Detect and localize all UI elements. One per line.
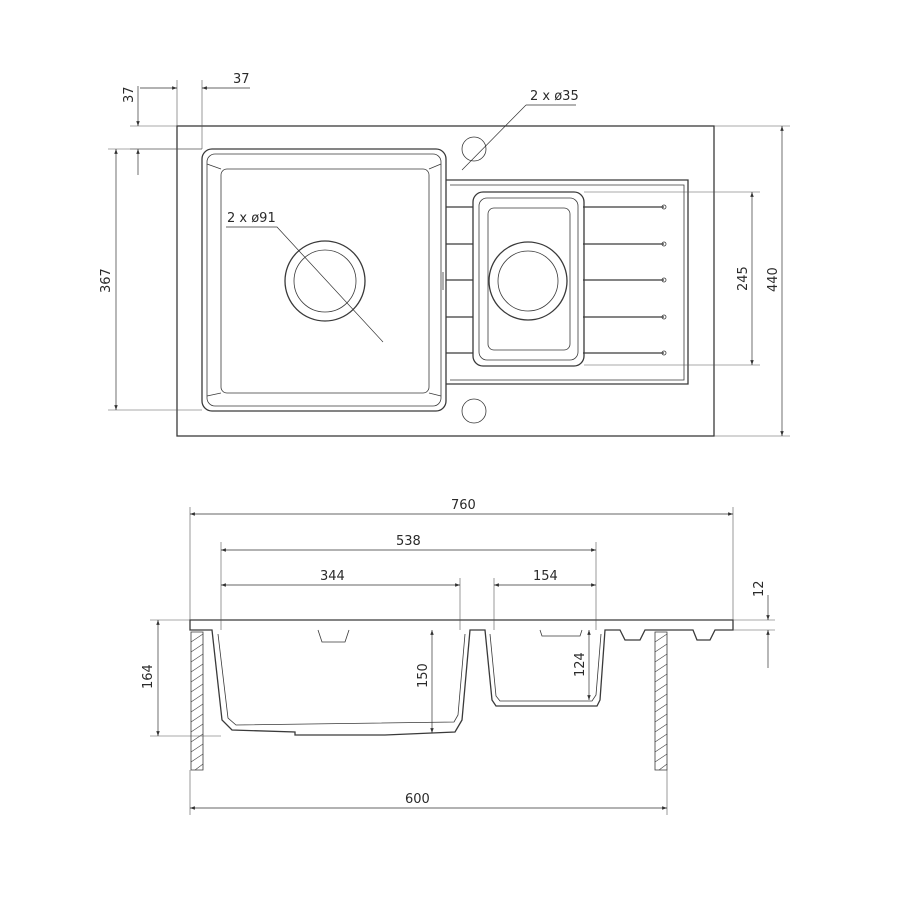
dim-150: 150 <box>416 663 431 688</box>
section-view: 760 538 344 154 12 164 150 124 600 <box>141 498 775 815</box>
dim-2x35: 2 x ø35 <box>530 89 579 104</box>
dim-37-vertical: 37 <box>122 86 137 103</box>
dim-164: 164 <box>141 664 156 689</box>
sink-outline <box>176 125 715 437</box>
section-view-dimensions <box>150 507 775 815</box>
dim-367: 367 <box>99 268 114 293</box>
left-hatched-support <box>190 631 204 771</box>
sink-section-profile <box>189 619 734 736</box>
dim-12: 12 <box>752 580 767 597</box>
dim-154: 154 <box>533 569 558 584</box>
small-bowl-drain <box>488 241 568 321</box>
tap-hole-top <box>461 136 487 162</box>
dim-538: 538 <box>396 534 421 549</box>
main-bowl-drain <box>284 240 366 322</box>
dim-124: 124 <box>573 652 588 677</box>
dim-440: 440 <box>766 267 781 292</box>
dim-2x91: 2 x ø91 <box>227 211 276 226</box>
drainboard <box>442 179 689 385</box>
top-view: 37 37 2 x ø35 2 x ø91 367 245 440 <box>99 72 790 437</box>
tap-hole-bottom <box>461 398 487 424</box>
dim-344: 344 <box>320 569 345 584</box>
main-bowl <box>201 148 447 412</box>
small-bowl <box>472 191 585 367</box>
right-hatched-support <box>654 631 668 771</box>
dim-600: 600 <box>405 792 430 807</box>
dim-760: 760 <box>451 498 476 513</box>
dim-245: 245 <box>736 266 751 291</box>
top-view-dimensions <box>108 80 790 437</box>
dim-37-horizontal: 37 <box>233 72 250 87</box>
